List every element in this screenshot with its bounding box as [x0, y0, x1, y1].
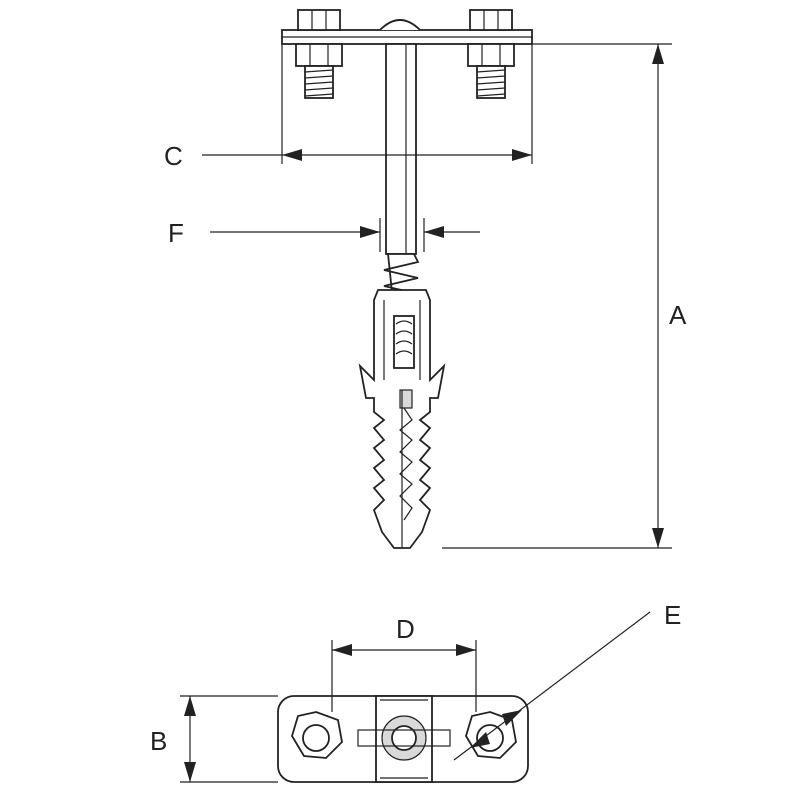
dimension-label-c: C [164, 141, 183, 171]
dimension-e: E [453, 600, 681, 761]
clamp-plate [281, 19, 533, 45]
dimension-label-f: F [168, 218, 184, 248]
wall-plug [358, 289, 446, 549]
left-bolt [295, 9, 343, 99]
side-view [281, 9, 533, 549]
dimension-label-b: B [150, 726, 167, 756]
dimension-label-d: D [396, 614, 415, 644]
threaded-rod [383, 43, 420, 293]
dimension-b: B [150, 695, 278, 783]
plan-view [277, 695, 529, 783]
dimension-c: C [164, 44, 533, 171]
dimension-label-a: A [669, 300, 687, 330]
left-nut-top [291, 711, 343, 759]
right-bolt [467, 9, 515, 99]
dimension-f: F [168, 218, 480, 252]
dimension-a: A [442, 43, 687, 549]
dimension-label-e: E [664, 600, 681, 630]
dimension-d: D [331, 614, 477, 712]
